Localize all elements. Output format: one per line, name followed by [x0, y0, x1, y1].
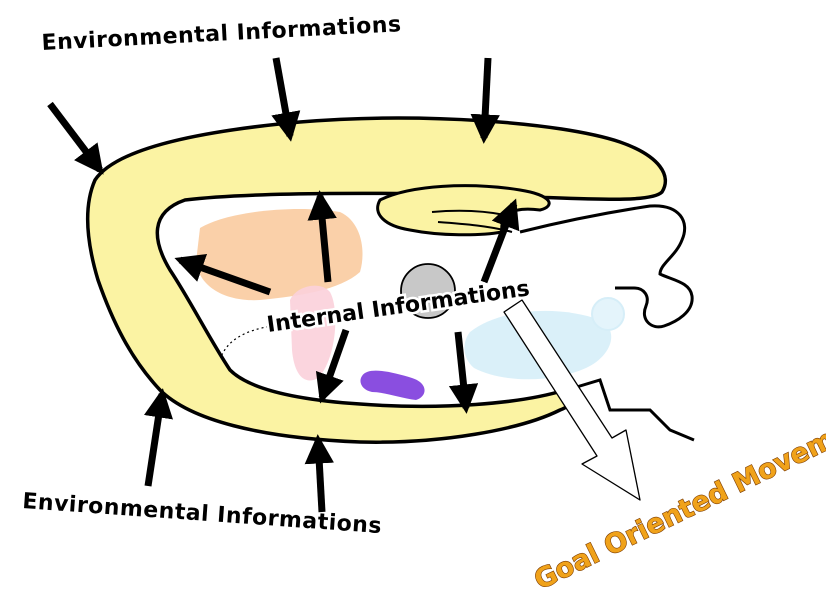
purple-region: [360, 371, 424, 400]
black-arrow-icon: [318, 440, 322, 512]
black-arrow-icon: [148, 394, 162, 486]
goal-label: Goal Oriented Movements: [529, 395, 826, 595]
orange-region: [196, 209, 363, 300]
blue-region-small: [592, 298, 624, 330]
env-label-bottom: Environmental Informations: [22, 489, 383, 539]
dotted-boundary: [220, 326, 272, 360]
black-arrow-icon: [50, 104, 100, 170]
black-arrow-icon: [458, 332, 466, 408]
env-label-top: Environmental Informations: [41, 12, 402, 56]
black-arrow-icon: [484, 58, 488, 138]
